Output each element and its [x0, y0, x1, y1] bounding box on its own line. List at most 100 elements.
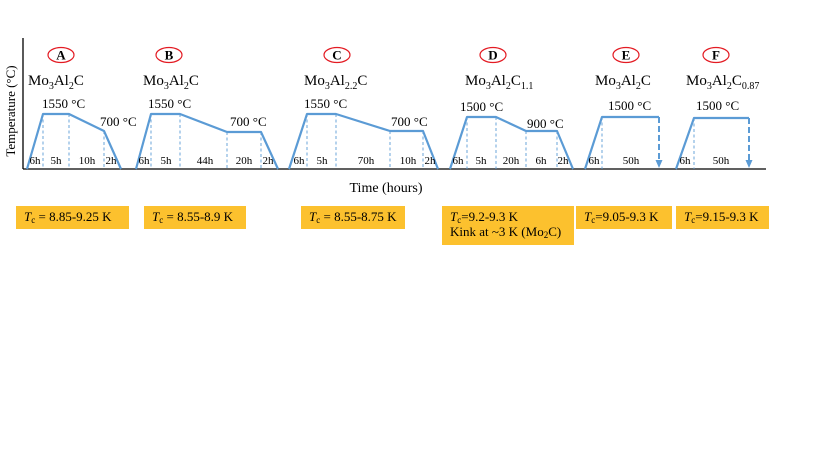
stage-duration: 6h: [536, 155, 548, 167]
stage-duration: 6h: [680, 155, 692, 167]
stage-duration: 6h: [30, 155, 42, 167]
formula-part: Al: [712, 73, 727, 89]
formula-part: Mo: [465, 73, 486, 89]
formula-subscript: 3: [164, 81, 169, 92]
stage-duration: 50h: [623, 155, 640, 167]
formula-part: Al: [491, 73, 506, 89]
stage-duration: 10h: [79, 155, 96, 167]
formula-part: Mo: [304, 73, 325, 89]
badge-ring: [612, 46, 640, 64]
sample-id: D: [488, 48, 497, 63]
formula-part: C: [189, 73, 199, 89]
sample-formula: Mo3Al2C: [143, 73, 199, 92]
formula-part: Mo: [28, 73, 49, 89]
hold-temperature: 700 °C: [100, 114, 137, 129]
tc-range: = 8.85-9.25 K: [35, 209, 112, 224]
stage-duration: 6h: [139, 155, 151, 167]
sample-id: F: [712, 48, 720, 63]
tc-subscript: c: [591, 215, 596, 225]
hold-temperature: 1500 °C: [696, 98, 739, 113]
sample-id-badge: D: [479, 46, 507, 64]
sample-id-badge: B: [155, 46, 183, 64]
sample-id: E: [622, 48, 631, 63]
tc-value-line: Tc=9.05-9.3 K: [584, 209, 666, 225]
tc-range: =9.2-9.3 K: [461, 209, 519, 224]
formula-subscript: 3: [486, 81, 491, 92]
tc-subscript: c: [316, 215, 321, 225]
continuation-arrow-head: [655, 160, 663, 168]
tc-symbol: T: [152, 209, 160, 224]
stage-duration: 2h: [106, 155, 118, 167]
formula-subscript: 2: [727, 81, 732, 92]
formula-part: Mo: [686, 73, 707, 89]
formula-part: Al: [54, 73, 69, 89]
tc-subscript: c: [457, 215, 462, 225]
formula-subscript: 3: [616, 81, 621, 92]
tc-box-a: Tc = 8.85-9.25 K: [16, 206, 129, 229]
formula-part: C: [641, 73, 651, 89]
formula-part: Mo: [595, 73, 616, 89]
formula-part: Mo: [143, 73, 164, 89]
sample-id-badge: A: [47, 46, 75, 64]
formula-part: C: [511, 73, 521, 89]
badge-ring: [155, 46, 183, 64]
hold-temperature: 1500 °C: [460, 99, 503, 114]
stage-duration: 50h: [713, 155, 730, 167]
formula-subscript: 0.87: [742, 81, 760, 92]
sample-id-badge: F: [702, 46, 730, 64]
profile-f: F Mo3Al2C0.87 1500 °C 6h 50h: [674, 46, 759, 170]
tc-note-text: Kink at ~3 K (Mo: [450, 224, 544, 239]
y-axis-label: Temperature (°C): [3, 65, 18, 156]
tc-value-line: Tc = 8.55-8.9 K: [152, 209, 240, 225]
formula-part: Al: [330, 73, 345, 89]
formula-part: Al: [621, 73, 636, 89]
formula-subscript: 3: [707, 81, 712, 92]
sample-formula: Mo3Al2C0.87: [686, 73, 759, 92]
stage-duration: 44h: [197, 155, 214, 167]
stage-duration: 2h: [263, 155, 275, 167]
tc-box-c: Tc = 8.55-8.75 K: [301, 206, 405, 229]
tc-note-end: C): [548, 224, 562, 239]
tc-subscript: c: [159, 215, 164, 225]
hold-temperature: 700 °C: [391, 114, 428, 129]
hold-temperature: 1550 °C: [148, 96, 191, 111]
x-axis-label: Time (hours): [350, 181, 423, 196]
tc-box-e: Tc=9.05-9.3 K: [576, 206, 672, 229]
hold-temperature: 1550 °C: [42, 96, 85, 111]
stage-duration: 2h: [425, 155, 437, 167]
sample-id-badge: E: [612, 46, 640, 64]
formula-subscript: 3: [49, 81, 54, 92]
stage-duration: 70h: [358, 155, 375, 167]
formula-subscript: 2: [184, 81, 189, 92]
stage-duration: 5h: [476, 155, 488, 167]
formula-subscript: 2: [69, 81, 74, 92]
tc-value-line: Tc = 8.55-8.75 K: [309, 209, 399, 225]
tc-range: = 8.55-8.75 K: [320, 209, 397, 224]
tc-range: =9.05-9.3 K: [595, 209, 659, 224]
formula-subscript: 2: [636, 81, 641, 92]
formula-subscript: 2: [506, 81, 511, 92]
tc-symbol: T: [584, 209, 592, 224]
stage-duration: 6h: [294, 155, 306, 167]
temperature-profile: [134, 112, 279, 170]
stage-duration: 5h: [317, 155, 329, 167]
formula-part: C: [74, 73, 84, 89]
hold-temperature: 900 °C: [527, 116, 564, 131]
badge-ring: [323, 46, 351, 64]
continuation-arrow-head: [745, 160, 753, 168]
tc-range: = 8.55-8.9 K: [163, 209, 234, 224]
formula-subscript: 1.1: [521, 81, 534, 92]
tc-subscript: c: [31, 215, 36, 225]
tc-note: Kink at ~3 K (Mo2C): [450, 224, 568, 240]
tc-box-b: Tc = 8.55-8.9 K: [144, 206, 246, 229]
tc-symbol: T: [24, 209, 32, 224]
tc-value-line: Tc=9.2-9.3 K: [450, 209, 568, 225]
hold-temperature: 1500 °C: [608, 98, 651, 113]
stage-duration: 5h: [161, 155, 173, 167]
